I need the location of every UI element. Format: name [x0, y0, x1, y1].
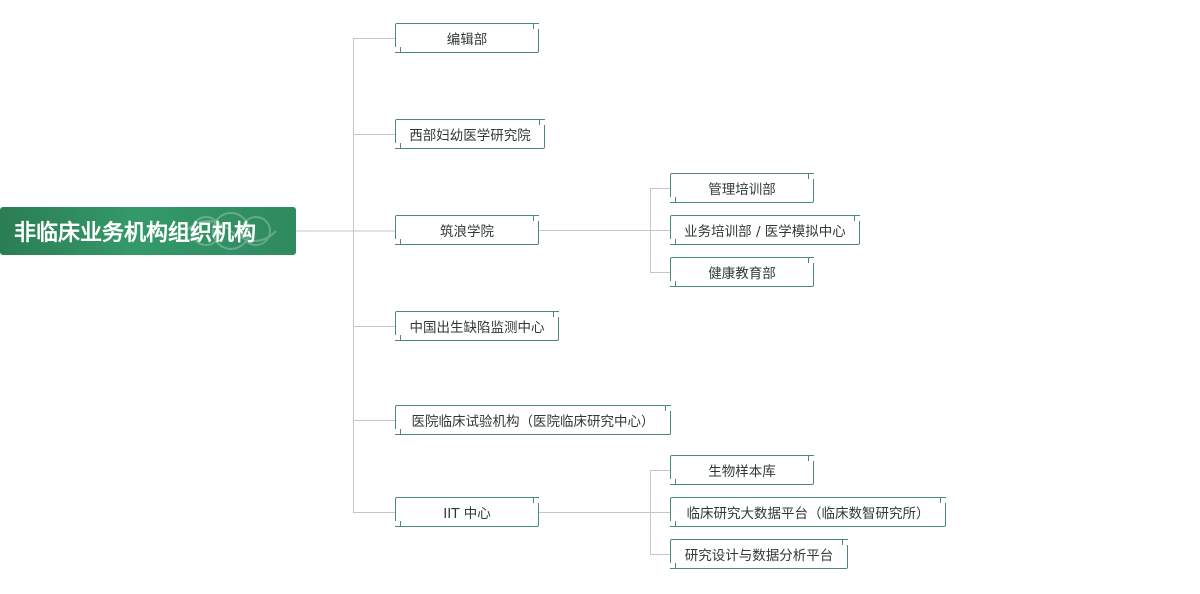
node-clinical-bigdata-platform: 临床研究大数据平台（临床数智研究所） — [670, 497, 946, 527]
node-label: 健康教育部 — [708, 266, 776, 282]
node-label: 编辑部 — [446, 32, 488, 48]
node-iit-center: IIT 中心 — [395, 497, 539, 527]
node-label: 业务培训部 / 医学模拟中心 — [684, 224, 846, 240]
node-label: 筑浪学院 — [440, 224, 494, 240]
node-clinical-trial-institution: 医院临床试验机构（医院临床研究中心） — [395, 405, 671, 435]
root-node: 非临床业务机构组织机构 — [0, 207, 296, 255]
node-label: 医院临床试验机构（医院临床研究中心） — [411, 414, 655, 430]
node-label: 中国出生缺陷监测中心 — [409, 320, 545, 336]
node-label: 研究设计与数据分析平台 — [684, 548, 834, 564]
node-research-design-platform: 研究设计与数据分析平台 — [670, 539, 848, 569]
node-health-education: 健康教育部 — [670, 257, 814, 287]
ornament-icon — [185, 212, 277, 250]
root-label: 非临床业务机构组织机构 — [13, 221, 256, 246]
node-label: 管理培训部 — [708, 182, 776, 198]
node-label: 临床研究大数据平台（临床数智研究所） — [686, 506, 930, 522]
node-birth-defect-center: 中国出生缺陷监测中心 — [395, 311, 559, 341]
node-label: IIT 中心 — [443, 506, 491, 522]
node-label: 生物样本库 — [708, 464, 776, 480]
node-editorial: 编辑部 — [395, 23, 539, 53]
node-management-training: 管理培训部 — [670, 173, 814, 203]
node-west-maternal-institute: 西部妇幼医学研究院 — [395, 119, 545, 149]
node-zhulang-college: 筑浪学院 — [395, 215, 539, 245]
node-biobank: 生物样本库 — [670, 455, 814, 485]
node-business-training: 业务培训部 / 医学模拟中心 — [670, 215, 860, 245]
node-label: 西部妇幼医学研究院 — [409, 128, 531, 144]
